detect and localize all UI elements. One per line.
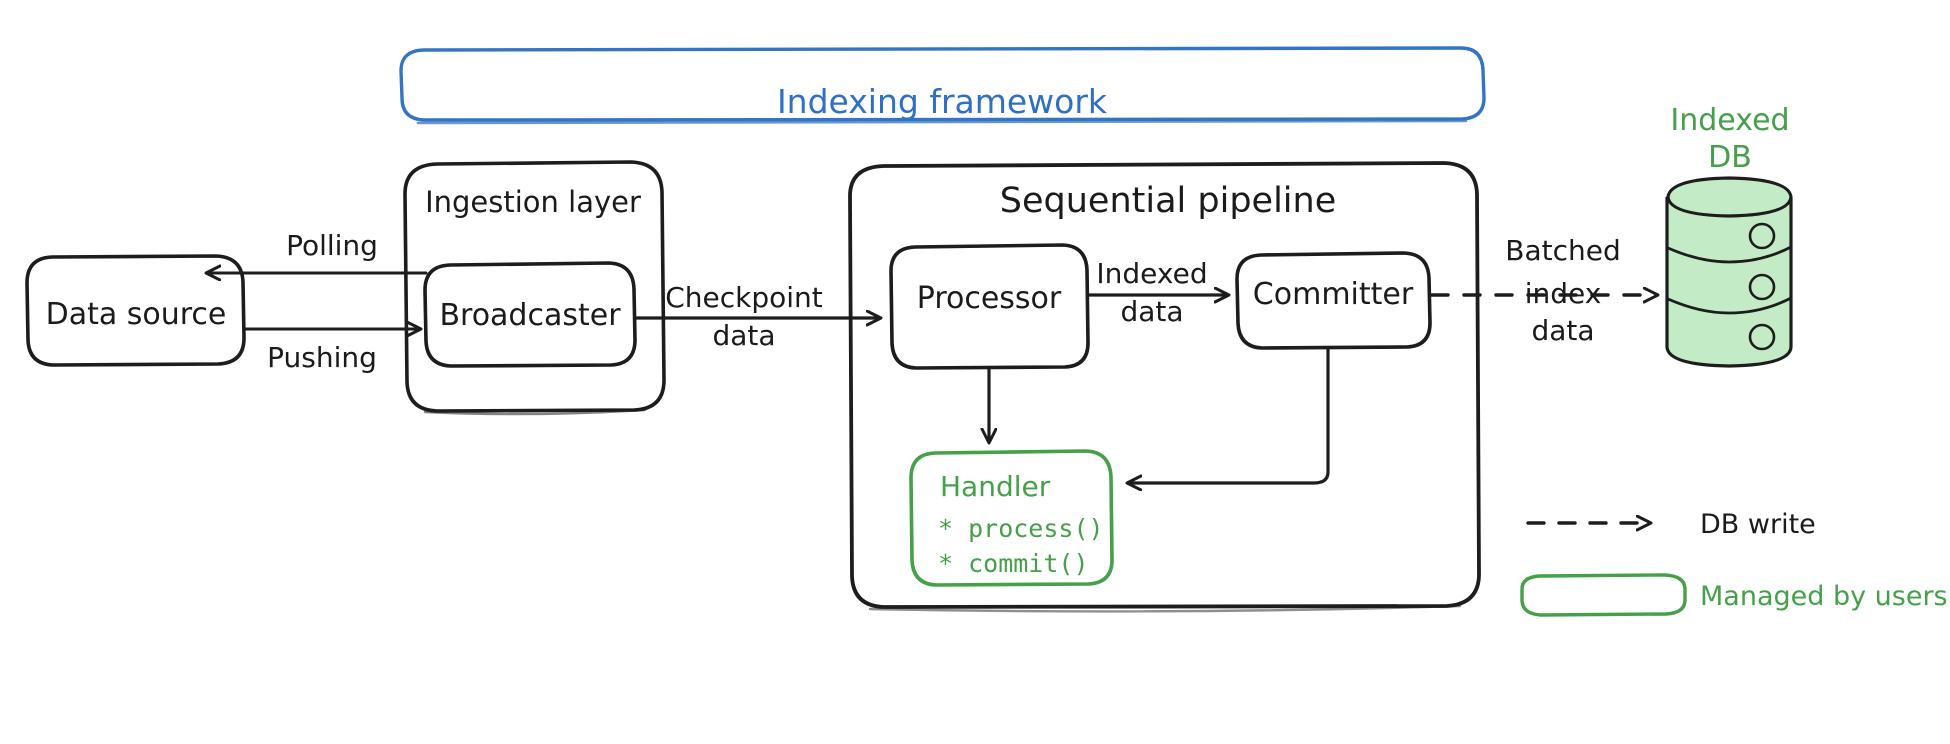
indexing-framework-banner: Indexing framework — [399, 46, 1486, 125]
pushing-edge: Pushing — [242, 329, 420, 374]
indexed-db-node[interactable]: Indexed DB — [1665, 103, 1793, 368]
indexed-data-edge: Indexed data — [1087, 257, 1228, 328]
legend: DB write Managed by users — [1520, 509, 1948, 617]
data-source-node[interactable]: Data source — [25, 254, 246, 367]
ingestion-layer-label: Ingestion layer — [425, 185, 641, 219]
indexed-db-label-line1: Indexed — [1670, 103, 1789, 138]
processor-node[interactable]: Processor — [889, 243, 1090, 370]
legend-item-db-write: DB write — [1526, 509, 1816, 540]
data-source-label: Data source — [46, 297, 227, 332]
processor-label: Processor — [917, 281, 1062, 316]
handler-method-process: * process() — [938, 514, 1104, 543]
db-indicator-icon — [1748, 222, 1776, 250]
db-indicator-icon — [1748, 323, 1776, 351]
committer-to-handler-edge — [1128, 348, 1330, 483]
handler-title: Handler — [940, 470, 1051, 503]
pushing-label: Pushing — [267, 341, 377, 374]
checkpoint-label-line2: data — [712, 319, 775, 352]
sequential-pipeline-label: Sequential pipeline — [1000, 181, 1336, 221]
sequential-pipeline-container: Sequential pipeline — [848, 161, 1481, 613]
polling-label: Polling — [286, 229, 378, 262]
batched-label-line3: data — [1531, 314, 1594, 347]
broadcaster-label: Broadcaster — [439, 298, 621, 333]
legend-managed-by-users-label: Managed by users — [1700, 581, 1948, 612]
legend-item-managed-by-users: Managed by users — [1520, 573, 1948, 617]
polling-edge: Polling — [207, 229, 428, 273]
legend-managed-box-icon — [1520, 573, 1687, 617]
handler-node[interactable]: Handler * process() * commit() — [909, 449, 1114, 587]
batched-index-data-edge: Batched index data — [1430, 234, 1657, 347]
committer-label: Committer — [1253, 277, 1414, 312]
batched-label-line2: index — [1525, 277, 1602, 310]
ingestion-layer-container: Ingestion layer — [403, 160, 666, 416]
checkpoint-label-line1: Checkpoint — [665, 281, 823, 314]
legend-db-write-label: DB write — [1700, 509, 1816, 540]
indexed-data-label-line2: data — [1120, 295, 1183, 328]
indexed-data-label-line1: Indexed — [1096, 257, 1207, 290]
indexed-db-label-line2: DB — [1708, 140, 1752, 175]
committer-node[interactable]: Committer — [1235, 251, 1432, 350]
broadcaster-node[interactable]: Broadcaster — [423, 261, 637, 368]
db-indicator-icon — [1748, 273, 1776, 301]
handler-method-commit: * commit() — [938, 549, 1089, 578]
indexing-framework-label: Indexing framework — [777, 82, 1108, 121]
batched-label-line1: Batched — [1505, 234, 1621, 267]
checkpoint-edge: Checkpoint data — [634, 281, 880, 352]
